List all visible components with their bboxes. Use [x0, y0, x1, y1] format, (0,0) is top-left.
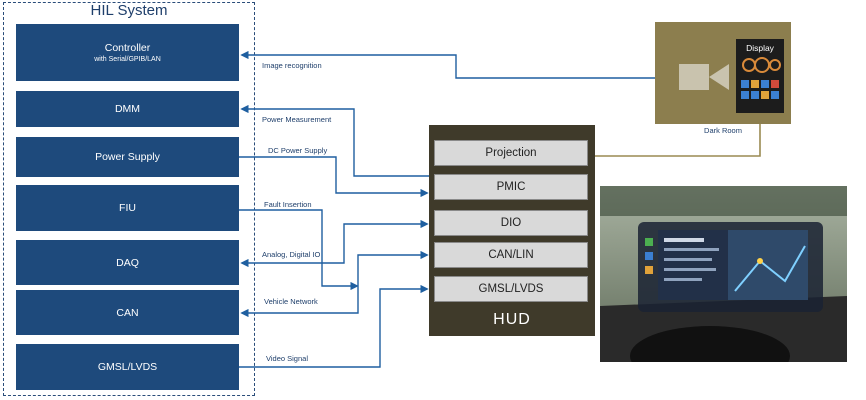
label-analog-digital-io: Analog, Digital IO: [262, 250, 321, 259]
hud-pmic-block[interactable]: PMIC: [434, 174, 588, 200]
power-supply-label: Power Supply: [95, 151, 160, 163]
hil-system-title: HIL System: [90, 2, 168, 19]
label-image-recognition: Image recognition: [262, 61, 322, 70]
hud-dio-block[interactable]: DIO: [434, 210, 588, 236]
fiu-label: FIU: [119, 202, 136, 214]
label-fault-insertion: Fault Insertion: [264, 200, 312, 209]
power-measurement-line: [240, 104, 429, 177]
vehicle-network-line: [240, 250, 429, 318]
camera-icon: [679, 64, 729, 90]
daq-block[interactable]: DAQ: [16, 240, 239, 285]
label-vehicle-network: Vehicle Network: [264, 297, 318, 306]
fiu-block[interactable]: FIU: [16, 185, 239, 231]
dark-room: Display: [655, 22, 791, 124]
dc-power-supply-line: [239, 156, 429, 198]
display-label: Display: [746, 43, 774, 53]
hud-gmsl-lvds-block[interactable]: GMSL/LVDS: [434, 276, 588, 302]
daq-label: DAQ: [116, 256, 139, 269]
dmm-label: DMM: [114, 103, 141, 115]
hil-system-frame: [3, 2, 255, 396]
controller-label: Controller: [104, 42, 151, 54]
video-signal-line: [239, 284, 429, 368]
hud-unit: Projection PMIC DIO CAN/LIN GMSL/LVDS HU…: [429, 125, 595, 336]
hud-projection-block[interactable]: Projection: [434, 140, 588, 166]
controller-sublabel: with Serial/GPIB/LAN: [94, 56, 161, 63]
controller-block[interactable]: Controller with Serial/GPIB/LAN: [16, 24, 239, 81]
hud-label: HUD: [493, 311, 531, 328]
can-label: CAN: [116, 306, 139, 319]
fault-insertion-line: [239, 209, 359, 291]
can-block[interactable]: CAN: [16, 290, 239, 335]
image-recognition-line: [240, 50, 676, 79]
dmm-block[interactable]: DMM: [16, 91, 239, 127]
hud-photo: [600, 186, 847, 362]
gmsl-lvds-block[interactable]: GMSL/LVDS: [16, 344, 239, 390]
dark-room-label: Dark Room: [704, 126, 742, 135]
hud-can-lin-block[interactable]: CAN/LIN: [434, 242, 588, 268]
label-dc-power-supply: DC Power Supply: [268, 146, 328, 155]
power-supply-block[interactable]: Power Supply: [16, 137, 239, 177]
display-dashboard-graphic: [741, 57, 781, 99]
hud-photo-image: [600, 186, 847, 362]
label-power-measurement: Power Measurement: [262, 115, 332, 124]
display-panel: Display: [736, 39, 784, 113]
gmsl-lvds-label: GMSL/LVDS: [97, 361, 158, 373]
projection-darkroom-line: [595, 124, 761, 157]
label-video-signal: Video Signal: [266, 354, 308, 363]
